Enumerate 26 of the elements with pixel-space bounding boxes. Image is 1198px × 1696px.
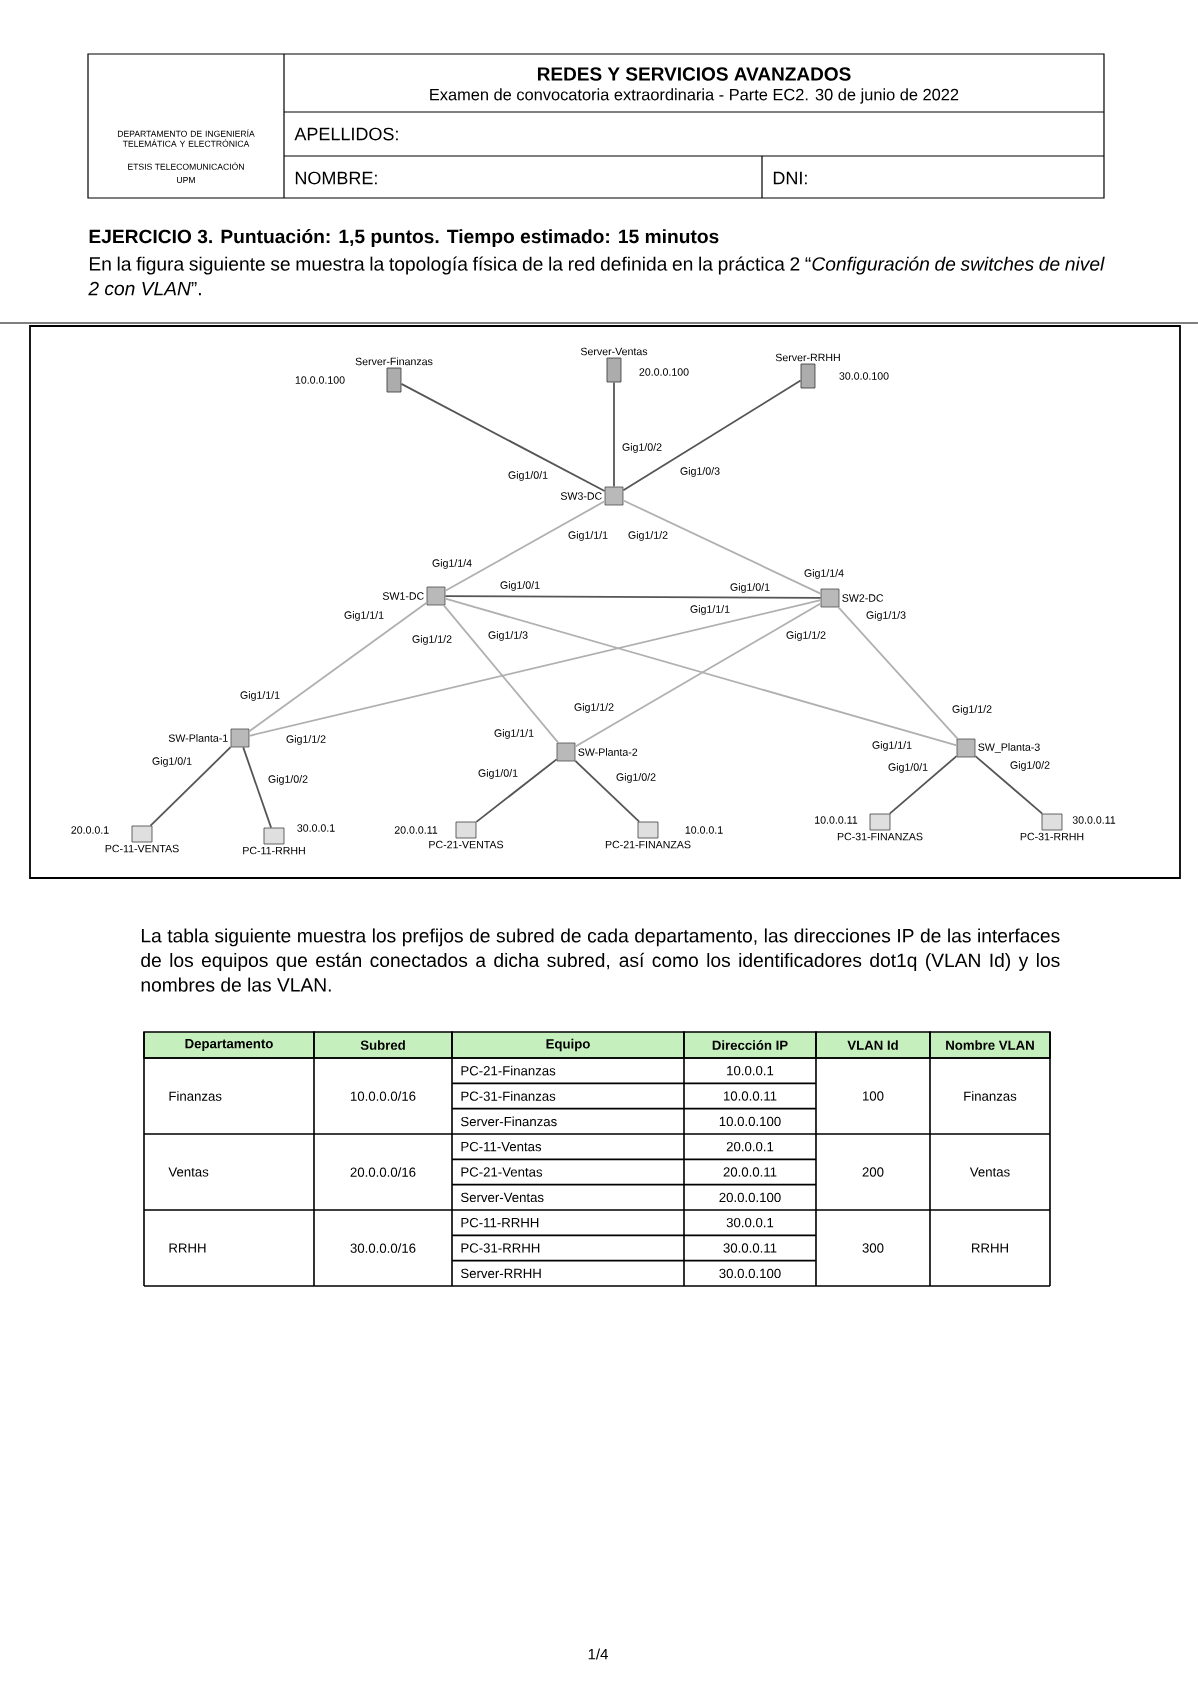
- course-title: REDES Y SERVICIOS AVANZADOS: [538, 67, 851, 81]
- intro-paragraph: En la figura siguiente se muestra la topología física de la red definida en la práctica 2 “Configuración de switches de nivel 2 con VLAN”.: [88, 256, 1105, 296]
- exercise-heading: EJERCICIO 3. Puntuación: 1,5 puntos. Tiempo estimado: 15 minutos: [89, 229, 719, 248]
- link-line: [888, 755, 958, 815]
- link-line: [248, 601, 428, 733]
- exam-subtitle: Examen de convocatoria extraordinaria - Parte EC2. 30 de junio de 2022: [430, 88, 959, 104]
- link-line: [622, 379, 802, 492]
- link-line: [574, 602, 822, 748]
- link-line: [444, 500, 606, 592]
- link-line: [248, 599, 822, 737]
- link-line: [242, 746, 272, 829]
- link-line: [574, 760, 641, 823]
- link-line: [622, 499, 822, 595]
- link-line: [400, 383, 606, 492]
- link-line: [613, 381, 615, 488]
- link-line: [442, 604, 560, 744]
- form-field-label: NOMBRE:: [295, 171, 377, 185]
- link-line: [149, 746, 232, 827]
- table-intro-paragraph: La tabla siguiente muestra los prefijos de subred de cada departamento, las direcciones IP de las interfaces de los equipos que están conectados a dicha subred, así como los identificadores dot1q (VLAN Id) y los nombres de las VLAN.: [141, 928, 1060, 992]
- link-line: [837, 606, 959, 740]
- link-line: [444, 597, 958, 747]
- link-line: [444, 595, 822, 599]
- link-line: [475, 758, 558, 823]
- link-line: [974, 755, 1044, 815]
- form-field-label: DNI:: [773, 171, 807, 185]
- form-field-label: APELLIDOS:: [294, 127, 398, 141]
